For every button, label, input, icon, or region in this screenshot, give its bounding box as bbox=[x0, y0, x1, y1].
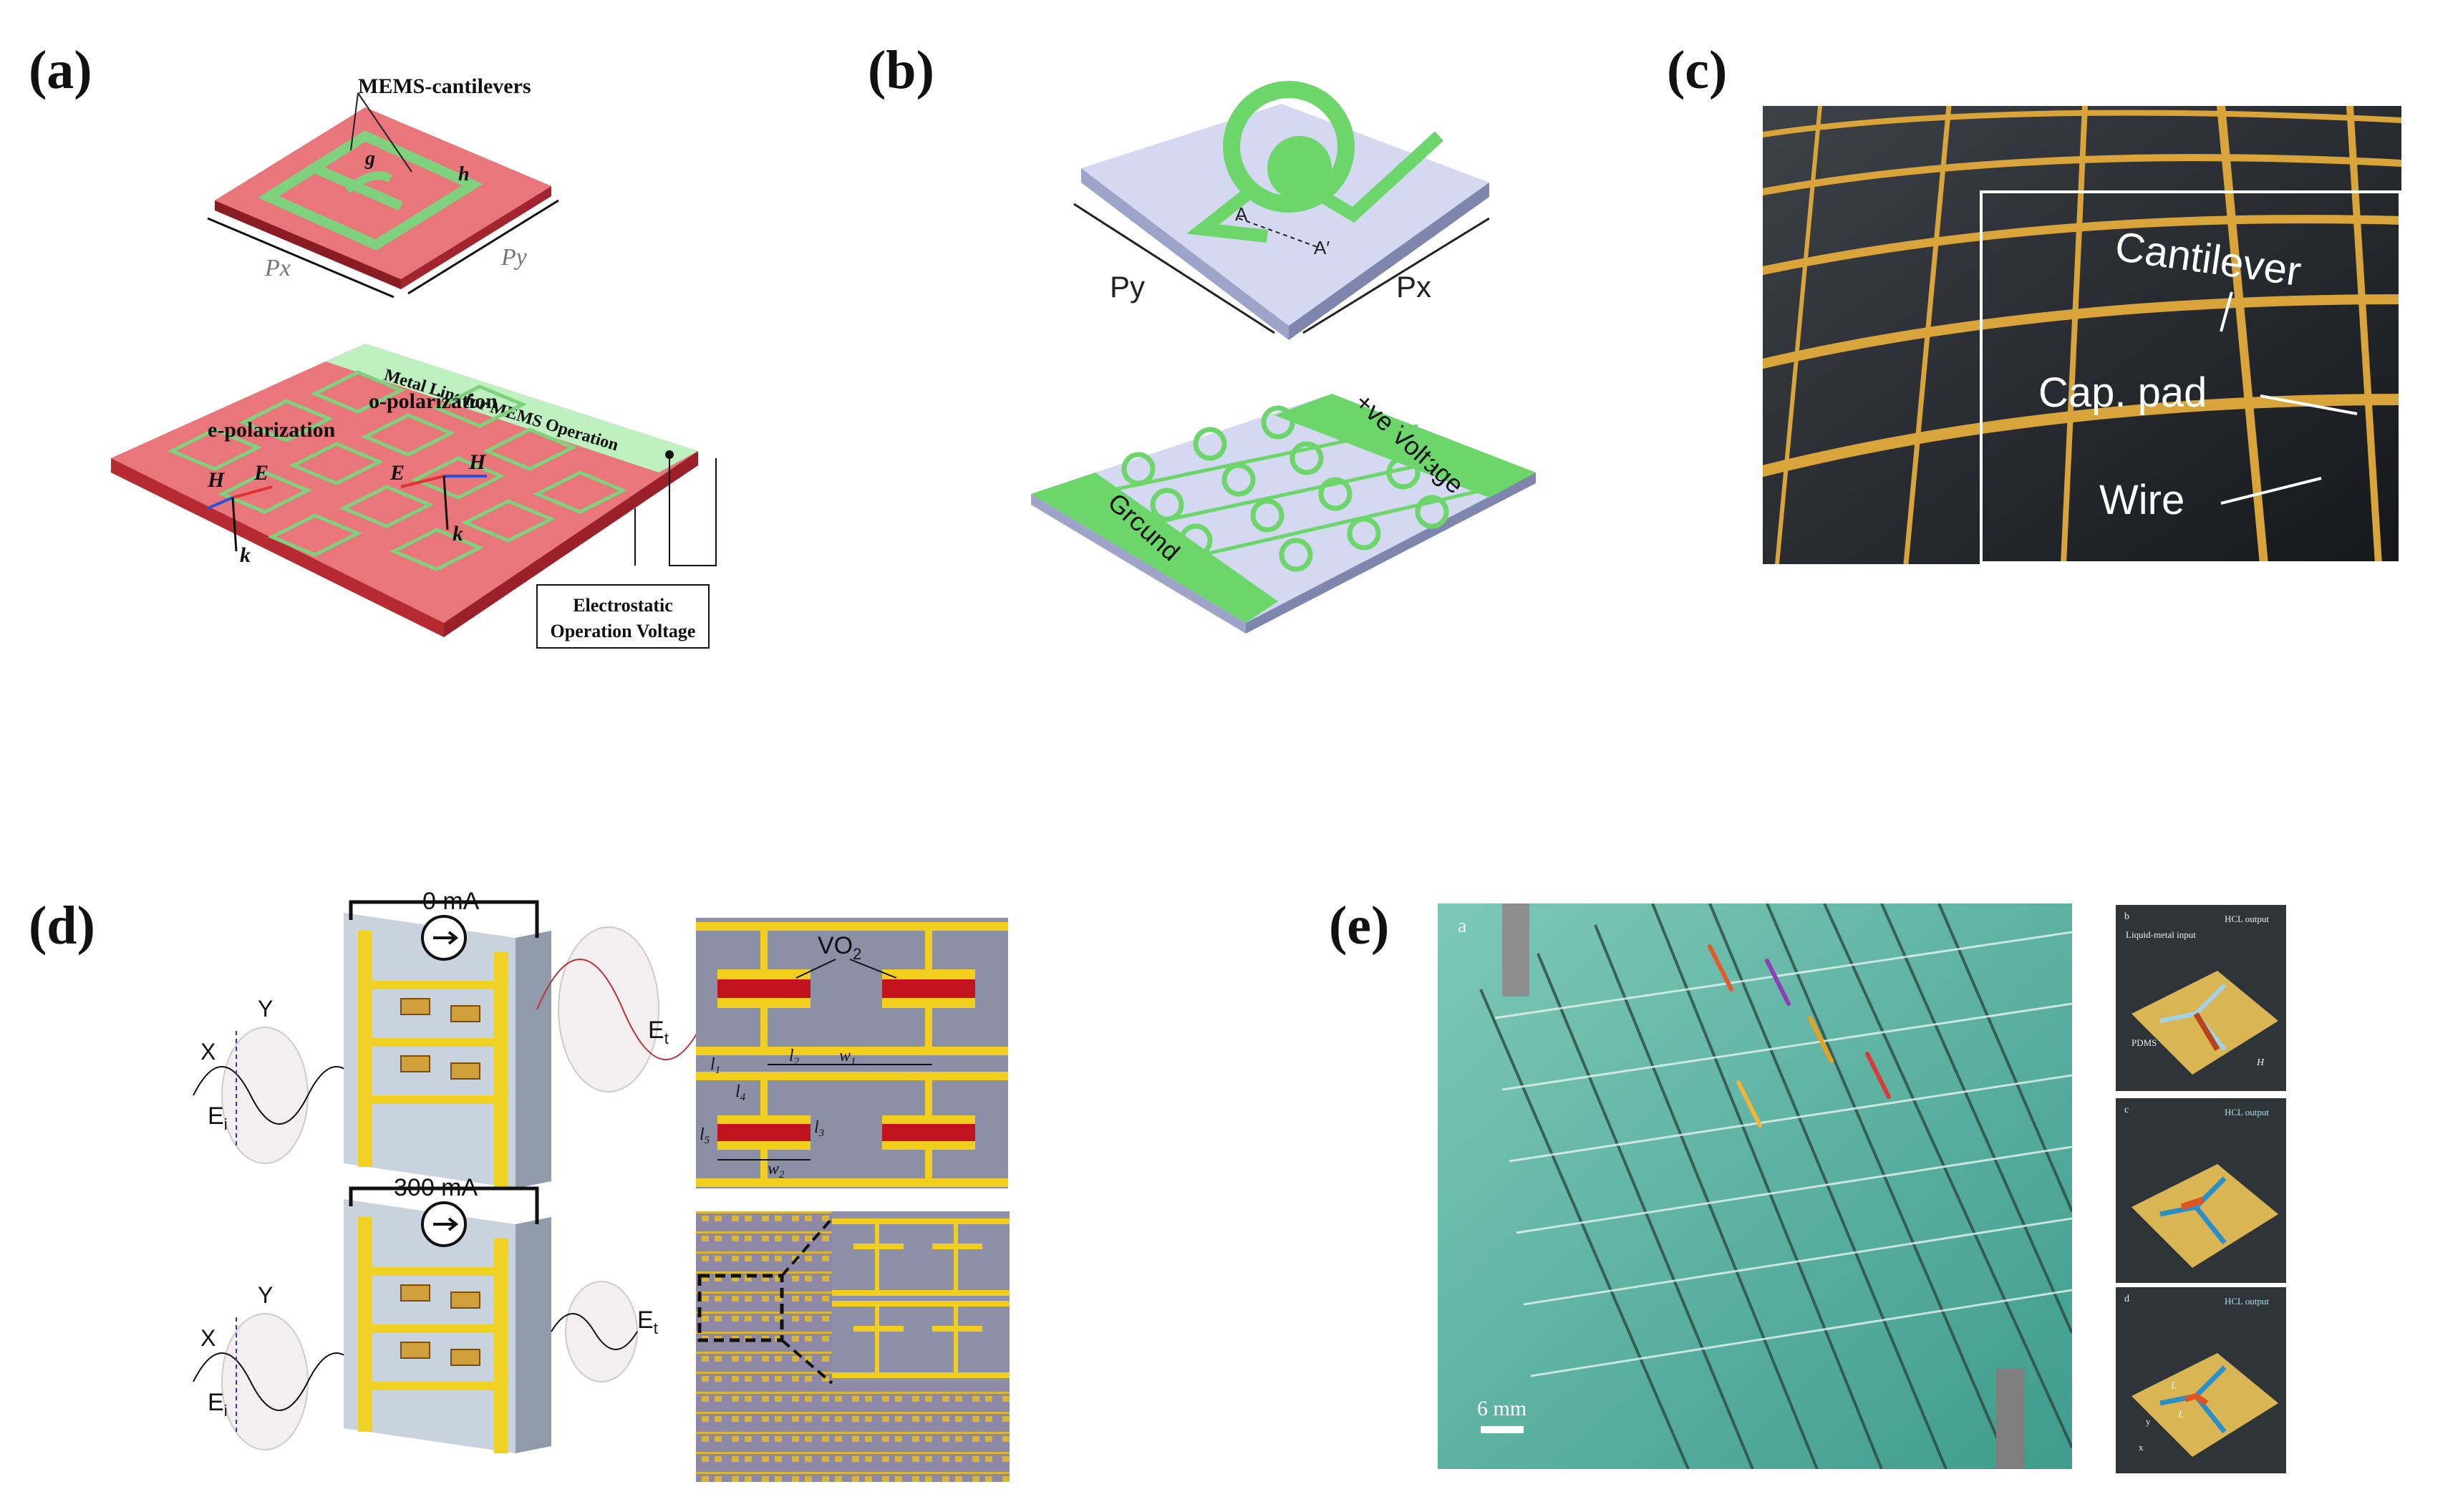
et-label-bottom: Et bbox=[637, 1307, 658, 1337]
inset-b-hcl-label: HCL output bbox=[2225, 914, 2269, 924]
py-label: Py bbox=[500, 244, 528, 271]
px-label: Px bbox=[264, 255, 291, 281]
l2-label: l2 bbox=[789, 1047, 800, 1067]
gap-g-label: g bbox=[364, 147, 375, 170]
e-sub-a-label: a bbox=[1458, 915, 1467, 937]
k-label-2: k bbox=[453, 522, 463, 546]
panel-c-photo: Cantilever Cap. pad Wire bbox=[1763, 106, 2401, 564]
x-axis-label-e: x bbox=[2139, 1442, 2144, 1453]
liquid-metal-input-label: Liquid-metal input bbox=[2126, 929, 2196, 940]
y-axis-label-top: Y bbox=[258, 996, 273, 1022]
current-300ma-label: 300 mA bbox=[394, 1174, 478, 1201]
panel-a-diagram: MEMS-cantilevers g h Px Py Metal Line fo… bbox=[111, 74, 717, 649]
px-label-b: Px bbox=[1396, 270, 1431, 304]
E-label-1: E bbox=[253, 461, 268, 485]
section-A-prime-label: A′ bbox=[1314, 237, 1330, 258]
py-label-b: Py bbox=[1110, 270, 1145, 304]
panel-e-inset-b: b HCL output Liquid-metal input PDMS H bbox=[2116, 905, 2286, 1091]
panel-d-vo2-schematic: VO2 l1 l2 w1 l4 l3 l5 w2 bbox=[696, 918, 1008, 1188]
w1-label: w1 bbox=[839, 1047, 856, 1067]
cap-pad-label: Cap. pad bbox=[2038, 369, 2207, 416]
o-pol-label: o-polarization bbox=[369, 389, 498, 413]
wire-label: Wire bbox=[2099, 477, 2184, 523]
e-pol-label: e-polarization bbox=[208, 418, 336, 442]
array-a: Metal Line for MEMS Operation e-polariza… bbox=[111, 344, 717, 649]
panel-label-a: (a) bbox=[29, 40, 92, 100]
device-d-top: 0 mA Y X Ei Et bbox=[193, 888, 709, 1188]
unit-cell-b: A A′ Py Px bbox=[1073, 81, 1490, 340]
scale-bar-label: 6 mm bbox=[1477, 1397, 1526, 1420]
panel-label-b: (b) bbox=[868, 40, 934, 100]
electrostatic-label: Electrostatic bbox=[573, 595, 673, 616]
H-label-2: H bbox=[468, 450, 487, 474]
inset-d-hcl-label: HCL output bbox=[2225, 1296, 2269, 1307]
panel-d-micrograph bbox=[696, 1211, 1010, 1482]
ei-label-bottom: Ei bbox=[208, 1389, 228, 1420]
section-A-label: A bbox=[1235, 203, 1248, 225]
panel-label-d: (d) bbox=[29, 896, 95, 956]
k-label-1: k bbox=[240, 543, 251, 567]
panel-e-photo: a 6 mm bbox=[1438, 903, 2072, 1469]
inset-b-letter: b bbox=[2124, 911, 2129, 922]
pdms-label: PDMS bbox=[2131, 1037, 2157, 1048]
x-axis-label-bottom: X bbox=[200, 1325, 216, 1351]
ei-label-top: Ei bbox=[208, 1102, 228, 1133]
E-label-2: E bbox=[389, 461, 405, 485]
et-label-top: Et bbox=[648, 1017, 669, 1047]
y-axis-label-e: y bbox=[2146, 1416, 2151, 1427]
panel-label-e: (e) bbox=[1329, 896, 1390, 956]
cantilevers-label: MEMS-cantilevers bbox=[358, 74, 531, 98]
panel-d-wave-diagram: 0 mA Y X Ei Et 300 mA Y X Ei bbox=[193, 888, 709, 1453]
unit-cell-a: MEMS-cantilevers g h Px Py bbox=[207, 74, 559, 299]
array-b: Ground +ve Voltage bbox=[1031, 387, 1536, 634]
panel-e-inset-d: d HCL output L L y x bbox=[2116, 1287, 2286, 1473]
inset-c-hcl-label: HCL output bbox=[2225, 1107, 2269, 1118]
L1-label: L bbox=[2170, 1380, 2177, 1392]
L2-label: L bbox=[2177, 1409, 2184, 1420]
vo2-label: VO2 bbox=[818, 932, 861, 963]
y-axis-label-bottom: Y bbox=[258, 1282, 273, 1308]
operation-voltage-label: Operation Voltage bbox=[551, 621, 696, 641]
panel-label-c: (c) bbox=[1667, 40, 1728, 100]
l4-label: l4 bbox=[735, 1082, 746, 1103]
l5-label: l5 bbox=[700, 1125, 710, 1146]
w2-label: w2 bbox=[768, 1160, 785, 1181]
device-d-bottom: 300 mA Y X Ei Et bbox=[193, 1174, 658, 1453]
current-0ma-label: 0 mA bbox=[422, 888, 480, 915]
inset-b-H-label: H bbox=[2256, 1057, 2265, 1068]
panel-b-diagram: A A′ Py Px Ground +ve Voltage bbox=[1031, 81, 1536, 634]
inset-c-letter: c bbox=[2124, 1105, 2129, 1115]
inset-d-letter: d bbox=[2124, 1294, 2129, 1304]
l3-label: l3 bbox=[814, 1118, 824, 1139]
panel-e-inset-c: c HCL output bbox=[2116, 1098, 2286, 1283]
height-h-label: h bbox=[458, 163, 470, 185]
x-axis-label-top: X bbox=[200, 1039, 216, 1065]
l1-label: l1 bbox=[710, 1055, 720, 1076]
H-label-1: H bbox=[207, 468, 226, 492]
